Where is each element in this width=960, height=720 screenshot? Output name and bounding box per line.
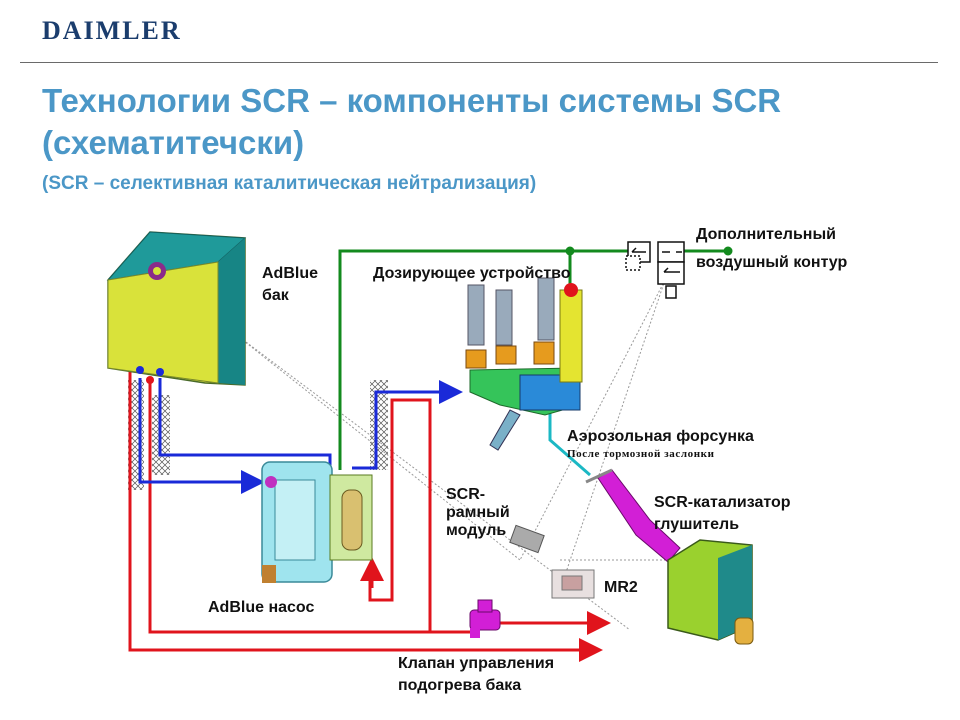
label-mr2: MR2	[604, 579, 638, 596]
mr2-control-unit	[551, 569, 595, 599]
label-adblue-pump: AdBlue насос	[208, 599, 315, 616]
adblue-line	[138, 378, 463, 494]
adblue-tank	[106, 231, 247, 386]
exhaust-pipe	[585, 468, 681, 563]
heated-hoses-hatching	[128, 380, 388, 490]
scr-catalyst	[667, 539, 754, 645]
header-divider	[20, 62, 938, 63]
label-nozzle-note: После тормозной заслонки	[567, 448, 715, 460]
scr-frame-module	[509, 524, 545, 554]
dosing-unit	[465, 277, 583, 451]
label-nozzle: Аэрозольная форсунка	[567, 428, 754, 445]
adblue-pump	[261, 461, 373, 583]
air-solenoid-valve	[625, 241, 685, 299]
page-title: Технологии SCR – компоненты системы SCR …	[42, 82, 782, 161]
heating-control-valve	[469, 599, 501, 638]
label-dosing-unit: Дозирующее устройство	[373, 265, 571, 282]
daimler-logo: DAIMLER	[42, 16, 182, 45]
heating-coolant-line	[128, 370, 611, 662]
page-subtitle: (SCR – селективная каталитическая нейтра…	[42, 173, 537, 194]
